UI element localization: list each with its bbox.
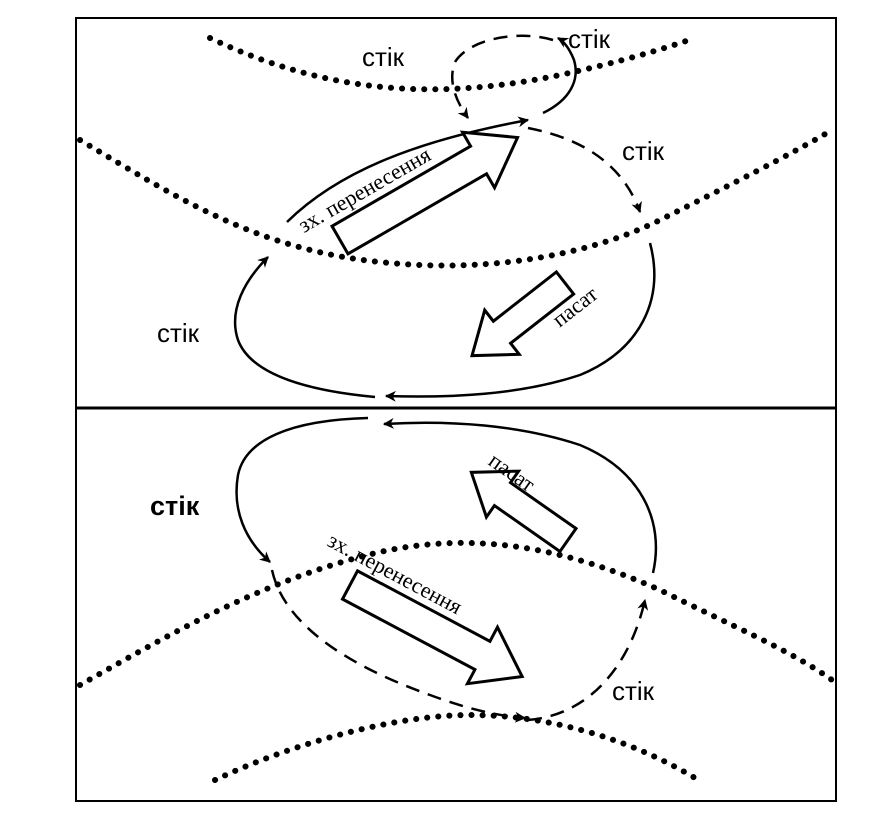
trade-wind-arrow-north: пасат (470, 269, 603, 358)
trade-wind-arrow-south: пасат (469, 447, 579, 554)
westerlies-arrow-south: зх. перенесення (324, 527, 525, 686)
stik-label-left-south: стік (150, 491, 200, 521)
dashed-south-left (270, 569, 527, 723)
stik-label-upper-right: стік (622, 136, 665, 166)
dashed-flows (270, 34, 649, 723)
dotted-lines (77, 35, 835, 783)
stik-label-top-right: стік (568, 24, 611, 54)
stik-label-lower-right: стік (612, 676, 655, 706)
stik-label-left-north: стік (157, 318, 200, 348)
stik-label-top-left: стік (362, 42, 405, 72)
solid-flows (233, 36, 658, 574)
dotted-line-lower (77, 539, 835, 688)
dashed-north-loop (451, 34, 554, 119)
flow-north-upper (286, 116, 530, 223)
westerlies-arrow-north-shape (329, 130, 520, 256)
westerlies-arrow-south-shape (340, 568, 525, 686)
flow-north-left (233, 256, 376, 399)
trade-wind-arrow-north-shape (470, 269, 576, 358)
dotted-line-upper (77, 127, 835, 269)
flow-north-right (384, 242, 656, 402)
flow-south-right (382, 417, 658, 574)
flow-south-left (235, 416, 369, 563)
dotted-line-bottom (212, 711, 698, 783)
dashed-north-right (527, 126, 642, 214)
flow-north-stik (542, 36, 577, 115)
trade-wind-arrow-south-shape (469, 469, 579, 554)
